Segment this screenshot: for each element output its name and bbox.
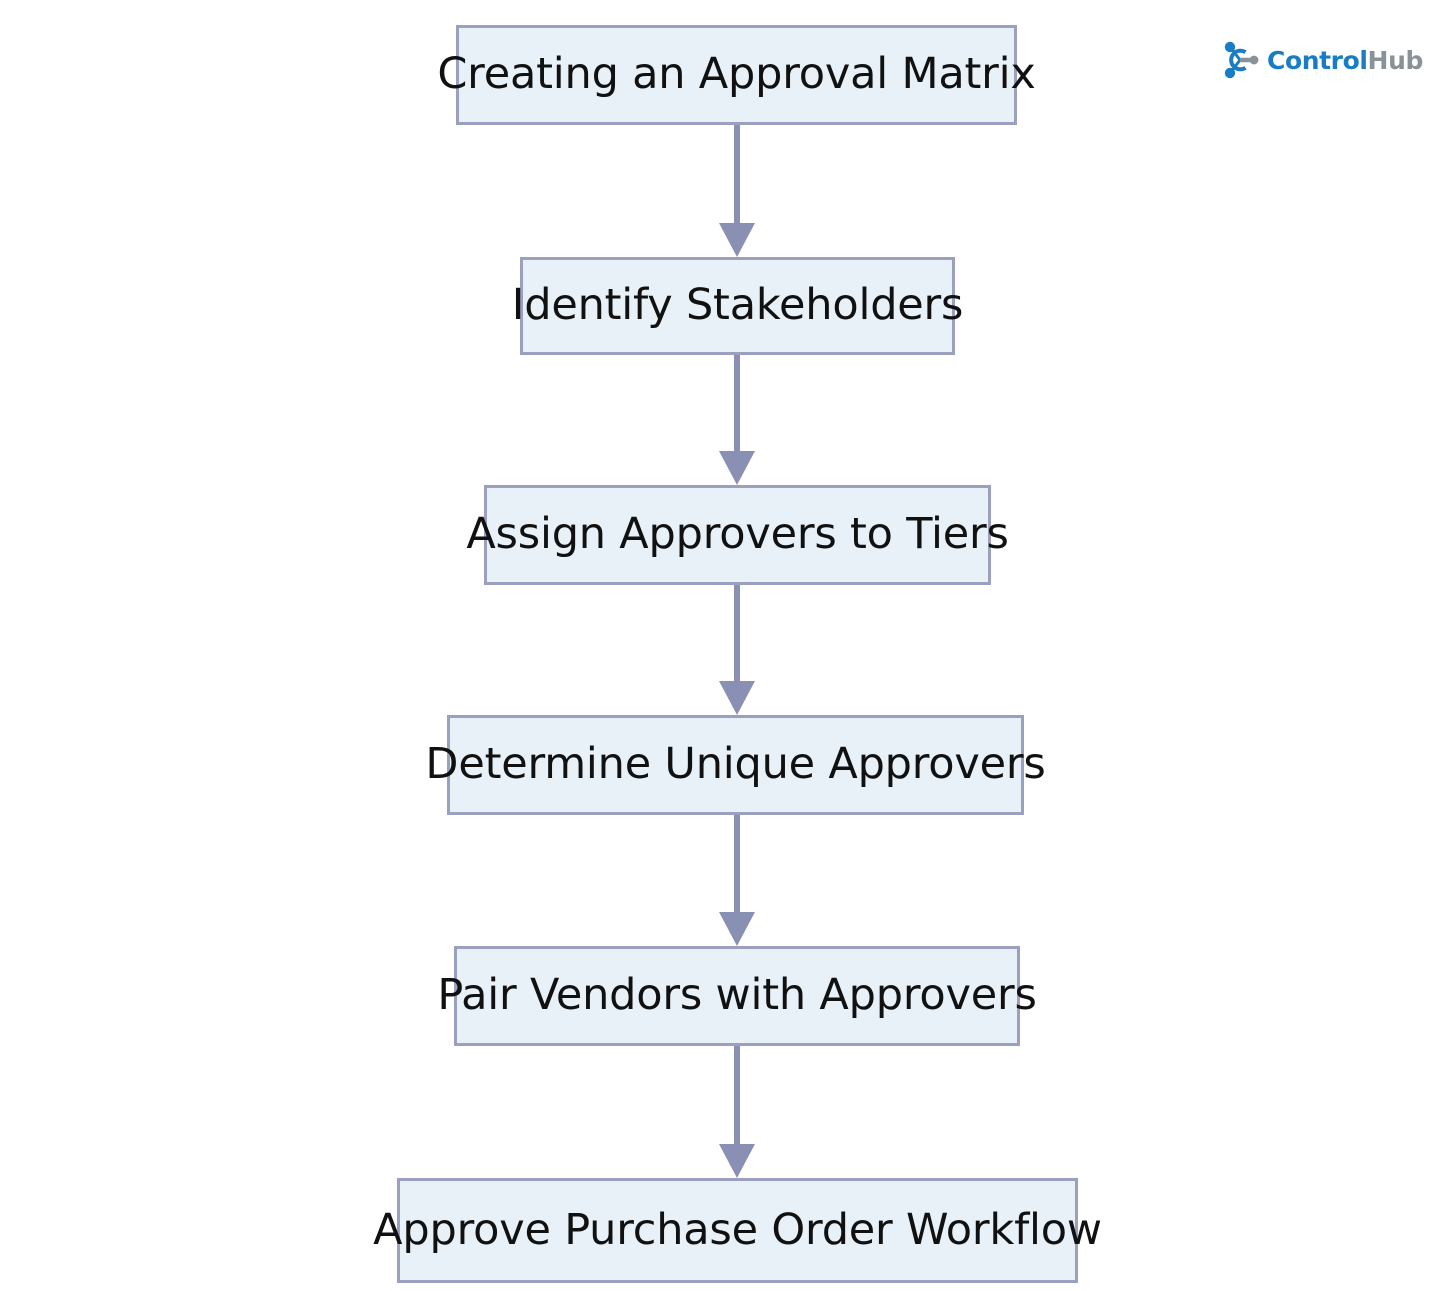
flow-node-label: Creating an Approval Matrix <box>437 49 1036 100</box>
connector-n2-n3 <box>719 355 755 485</box>
connector-n5-n6 <box>719 1046 755 1178</box>
controlhub-node-icon <box>1224 41 1259 79</box>
connector-n4-n5 <box>719 815 755 946</box>
logo-word-hub: Hub <box>1367 45 1424 75</box>
flow-node-label: Approve Purchase Order Workflow <box>373 1204 1102 1255</box>
flow-node-label: Assign Approvers to Tiers <box>466 509 1009 560</box>
flow-node-determine-unique-approvers[interactable]: Determine Unique Approvers <box>425 715 1046 815</box>
connector-n3-n4 <box>719 585 755 715</box>
flow-node-approve-purchase-order-workflow[interactable]: Approve Purchase Order Workflow <box>373 1178 1102 1283</box>
logo-word-control: Control <box>1267 45 1368 75</box>
flow-node-label: Identify Stakeholders <box>511 280 964 331</box>
flow-node-label: Determine Unique Approvers <box>425 739 1046 790</box>
flow-node-label: Pair Vendors with Approvers <box>437 970 1037 1021</box>
connector-n1-n2 <box>719 125 755 257</box>
flow-node-creating-an-approval-matrix[interactable]: Creating an Approval Matrix <box>437 25 1036 125</box>
flow-node-pair-vendors-with-approvers[interactable]: Pair Vendors with Approvers <box>437 946 1037 1046</box>
flow-node-identify-stakeholders[interactable]: Identify Stakeholders <box>512 257 963 355</box>
flow-node-assign-approvers-to-tiers[interactable]: Assign Approvers to Tiers <box>466 485 1009 585</box>
